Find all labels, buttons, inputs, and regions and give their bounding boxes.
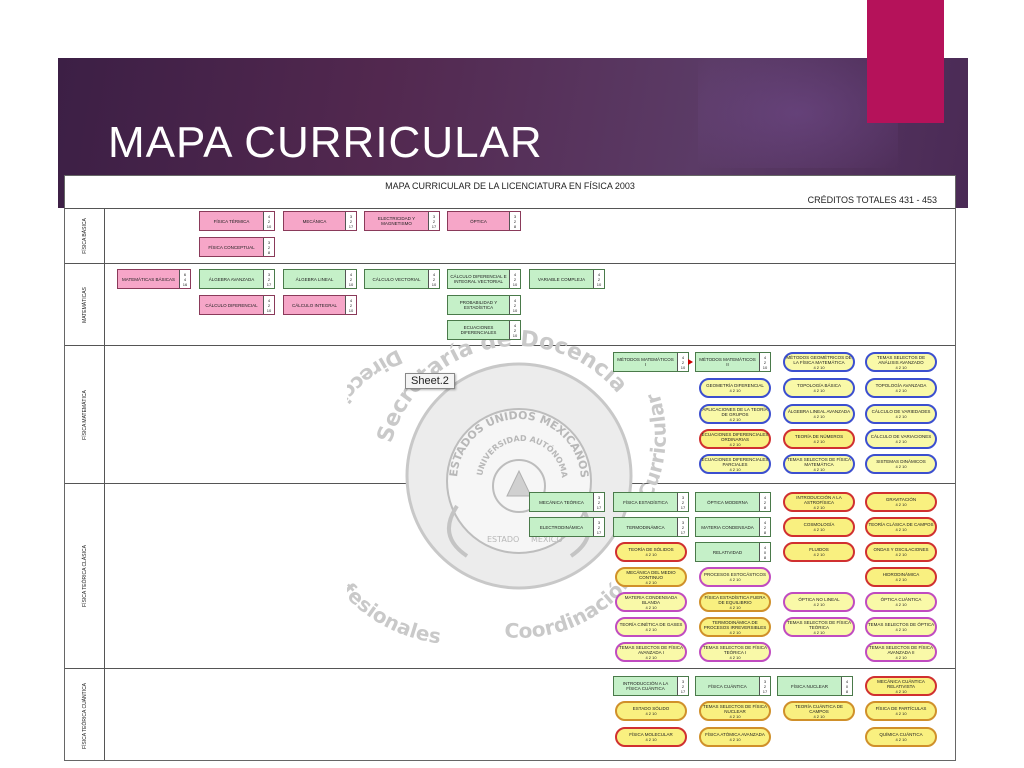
seal-bottom-right-text: MÉXICO bbox=[531, 533, 563, 544]
section-fisica-teorica-cuantica: FÍSICA TEÓRICA CUÁNTICA bbox=[65, 669, 955, 760]
section-label: FÍSICA BÁSICA bbox=[65, 208, 105, 263]
section-label: FÍSICA TEÓRICA CUÁNTICA bbox=[65, 669, 105, 760]
section-label: FÍSICA TEÓRICA CLÁSICA bbox=[65, 484, 105, 668]
slide-title: MAPA CURRICULAR bbox=[108, 118, 543, 167]
sheet-title: MAPA CURRICULAR DE LA LICENCIATURA EN FÍ… bbox=[385, 181, 635, 191]
section-label: MATEMÁTICAS bbox=[65, 264, 105, 345]
banner-glow bbox=[698, 58, 898, 168]
section-fisica-teorica-clasica: FÍSICA TEÓRICA CLÁSICA bbox=[65, 484, 955, 669]
section-label: FÍSICA MATEMÁTICA bbox=[65, 346, 105, 483]
prerequisite-arrow bbox=[688, 359, 693, 365]
elective-oval: MÉTODOS GEOMÉTRICOS DE LA FÍSICA MATEMÁT… bbox=[783, 352, 855, 372]
sheet-header: MAPA CURRICULAR DE LA LICENCIATURA EN FÍ… bbox=[65, 176, 955, 209]
seal-bottom-left-text: ESTADO bbox=[487, 535, 519, 544]
section-fisica-basica: FÍSICA BÁSICA bbox=[65, 208, 955, 264]
section-matematicas: MATEMÁTICAS bbox=[65, 264, 955, 346]
seal-emblem-figure bbox=[506, 469, 532, 497]
curriculum-sheet: MAPA CURRICULAR DE LA LICENCIATURA EN FÍ… bbox=[64, 175, 956, 761]
sheet-tab-label[interactable]: Sheet.2 bbox=[405, 373, 455, 389]
seal-emblem bbox=[492, 459, 546, 513]
watermark-right-text: Curricular bbox=[633, 391, 671, 503]
total-credits: CRÉDITOS TOTALES 431 - 453 bbox=[807, 195, 937, 205]
seal-laurel-left bbox=[447, 504, 469, 558]
course-box: CÁLCULO DIFERENCIAL E INTEGRAL VECTORIAL… bbox=[447, 269, 521, 289]
accent-bar bbox=[867, 0, 944, 123]
